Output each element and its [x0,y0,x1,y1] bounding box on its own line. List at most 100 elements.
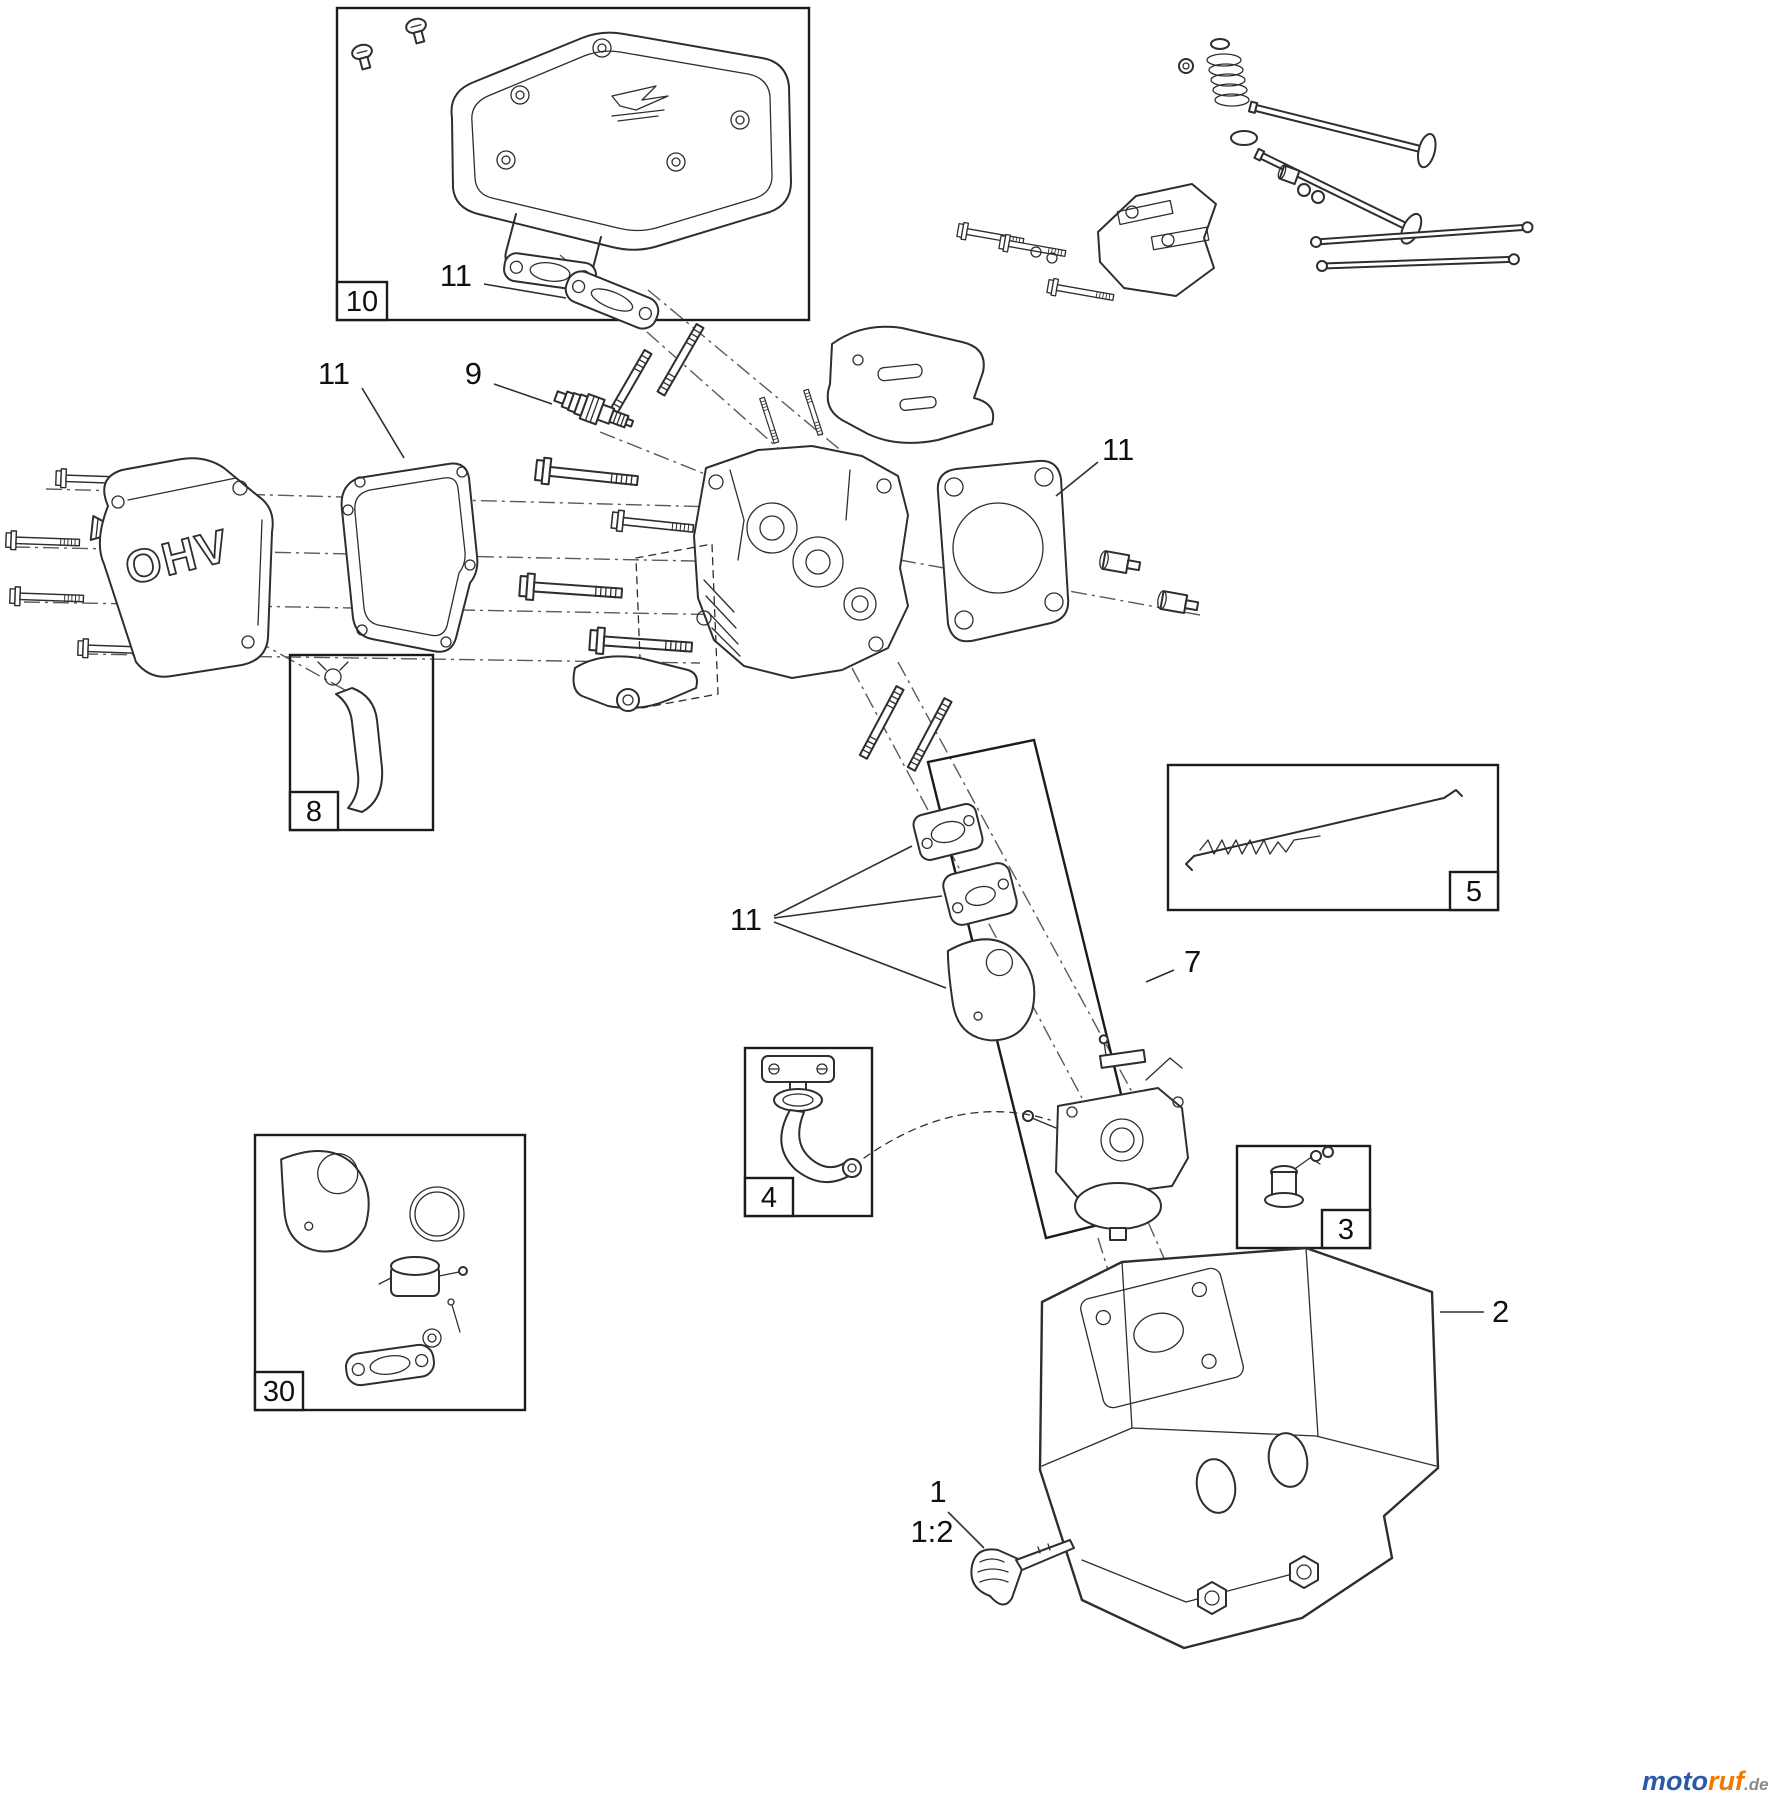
hose-clamp [317,661,349,686]
callout-11-valve-cover-gasket: 11 [318,356,350,391]
label-square-30 [253,1370,305,1412]
ohv-cover-details [111,477,263,649]
callout-2: 2 [1492,1294,1509,1329]
watermark-ruf: ruf [1708,1766,1747,1796]
flange-nut [1197,1581,1227,1615]
hose-fitting [842,1158,862,1178]
kit-mixer-body [378,1256,468,1297]
governor-spring [1199,835,1321,855]
valve-cover-box-group: 11 10 [335,6,811,330]
fuel-part-box-group: 3 [1235,1144,1372,1250]
exhaust-gasket [564,270,660,330]
valve-keeper [1297,183,1311,197]
primer-cap [773,1088,823,1112]
baffle-slots [852,354,937,412]
breather-hose-box-group: 8 [288,653,435,832]
callout-11-leader [1055,461,1099,497]
hose-fitting-hole [847,1163,857,1173]
cylinder-head [693,445,909,679]
carb-gasket [912,803,984,861]
flange-nut [1289,1555,1319,1589]
push-rod [1310,221,1534,248]
kit-needle [447,1298,461,1333]
callout-11-head-gasket: 11 [1102,432,1134,467]
kit-o-ring [409,1186,465,1242]
watermark-moto: moto [1642,1766,1708,1796]
primer-hose-route-dashed [863,1111,1051,1159]
housing-holes [1195,1432,1309,1514]
breather-hose [335,687,384,813]
gasket-holes [342,466,476,648]
callout-30: 30 [263,1376,295,1408]
label-square-4 [743,1176,795,1218]
callout-7-leader [1145,969,1175,983]
label-square-3 [1320,1208,1372,1250]
box-30-frame [253,1133,527,1412]
watermark-domain: .de [1744,1775,1769,1794]
valve-cap [1277,164,1301,186]
callout-1-leader [947,1511,985,1549]
valve-cover-inner-edge [471,50,773,232]
watermark-logo: motoruf.de [1642,1766,1769,1796]
housing-flange [1080,1267,1244,1409]
fuel-valve [1264,1146,1334,1208]
heat-shield [946,938,1036,1042]
port-ring-hole [622,694,634,706]
carb-spacer [942,862,1018,926]
kit-washer [422,1328,442,1348]
carburetor [1022,1034,1189,1241]
box-5-frame [1166,763,1500,912]
ohv-cover-group: OHV [4,457,274,678]
head-gasket-group: 11 [936,432,1200,643]
housing-group: 2 [1038,1246,1509,1650]
rocker-arms [1030,199,1210,264]
valve-cover-gasket-group: 11 [318,356,479,653]
callout-3: 3 [1338,1214,1354,1246]
callout-8: 8 [306,796,322,828]
carb-kit-box-group: 30 [253,1133,527,1412]
key [970,1539,1075,1606]
kit-heat-shield [280,1149,370,1253]
spring-seat [1230,130,1258,146]
spring-retainer [1210,38,1230,50]
keeper [1178,58,1194,74]
label-square-8 [288,790,340,832]
box-10-frame [335,6,811,322]
hawk-logo-icon [611,85,669,122]
primer-box-group: 4 [743,1046,874,1218]
callout-11-intake-gaskets: 11 [730,902,762,937]
callout-1: 1 [929,1474,946,1509]
key-group: 1 1:2 [910,1474,1075,1606]
governor-rod [1185,789,1463,871]
callout-11-leader [483,283,567,299]
cylinder-head-group [518,388,909,712]
rocker-bracket [1097,183,1217,297]
governor-link-box-group: 5 [1166,763,1500,912]
valve-cover-screws [496,38,750,172]
spark-plug-group: 9 [465,356,635,429]
carburetor-region-group: 11 7 [730,685,1201,1241]
callout-7: 7 [1184,944,1201,979]
callout-1-scale: 1:2 [910,1514,953,1549]
callout-11-leaders [773,845,947,989]
box-8-frame [288,653,435,832]
push-rod [1316,253,1520,272]
callout-10: 10 [346,286,378,318]
callout-9-leader [493,383,553,405]
valve-cover-gasket [340,462,479,653]
intake-valve [1247,100,1437,169]
valve-spring [1206,53,1250,107]
label-square-5 [1448,870,1500,912]
box-4-frame [743,1046,874,1218]
callout-4: 4 [761,1182,777,1214]
callout-11-leader [361,387,405,459]
valvetrain-group [826,38,1534,444]
keeper-hole [1182,62,1190,70]
label-square-10 [335,280,389,322]
cylinder-head-details [696,469,892,657]
callout-11-exhaust-gasket: 11 [440,258,472,293]
ohv-cover [98,457,274,678]
